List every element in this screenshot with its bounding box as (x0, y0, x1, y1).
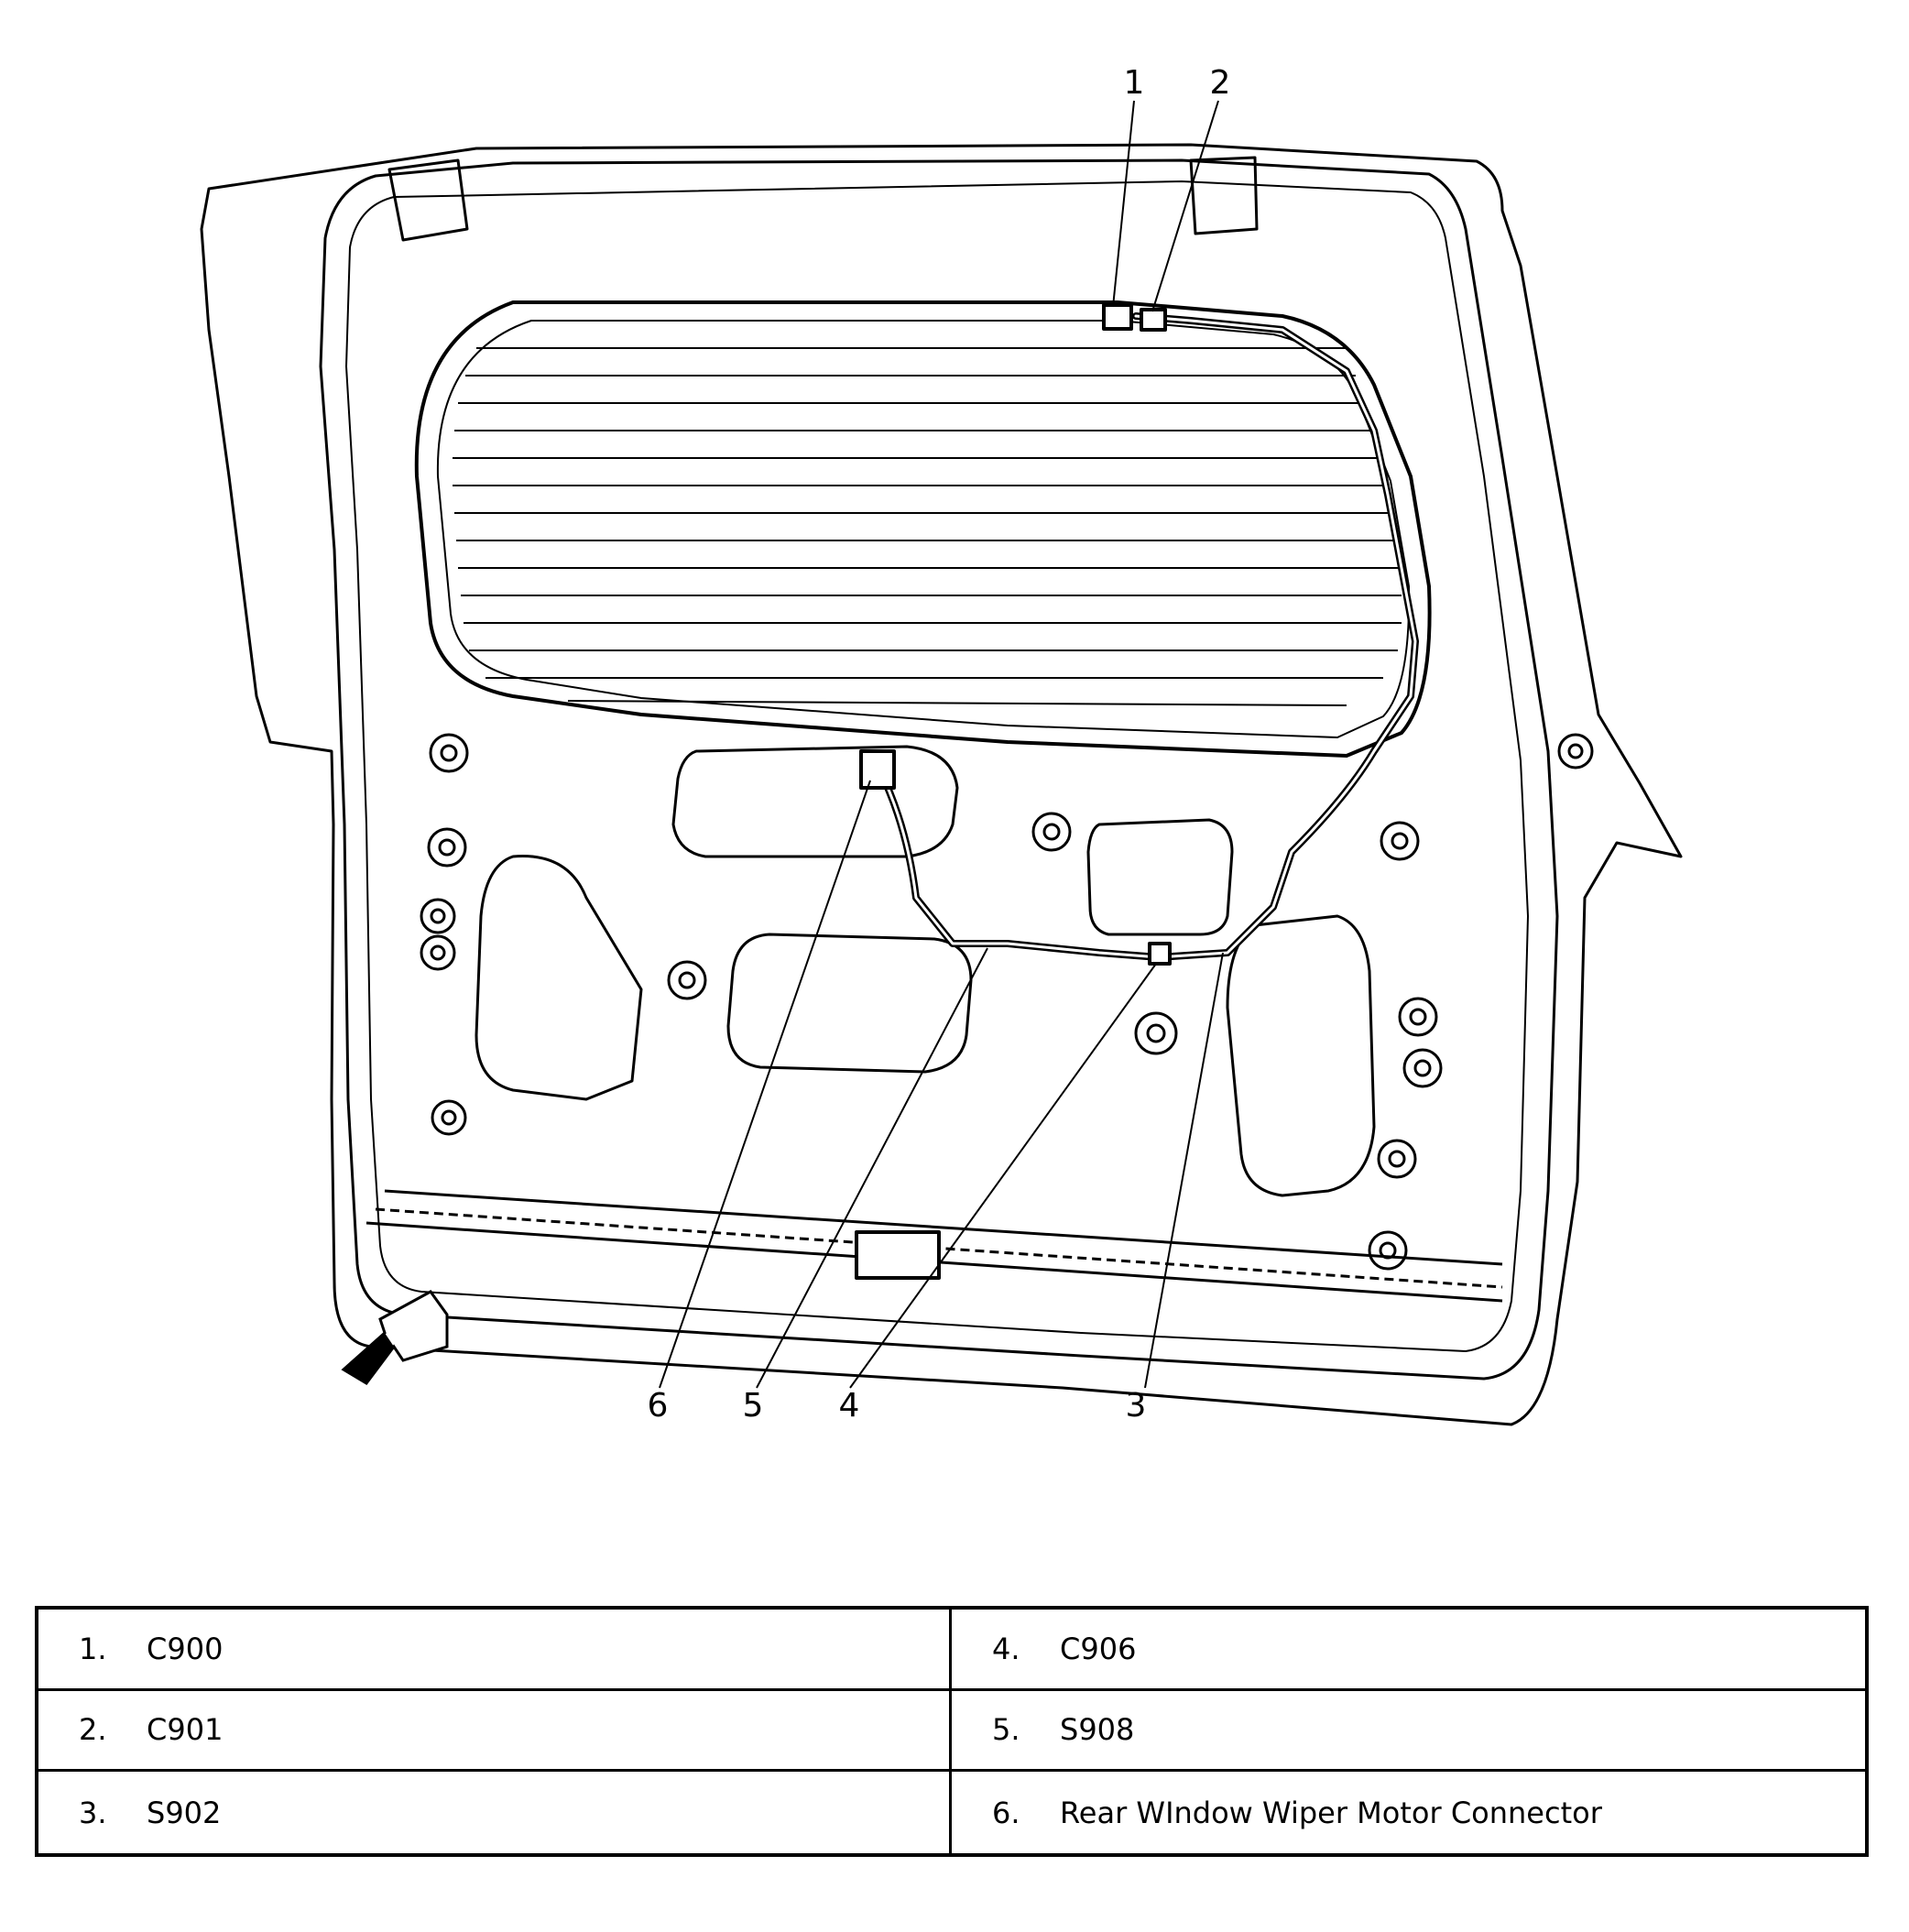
rear-window-frame-inner (436, 320, 1411, 738)
legend-number: 3. (79, 1795, 107, 1830)
liftgate-outer-panel (200, 143, 1683, 1426)
legend-cell: 4. C906 (952, 1610, 1865, 1691)
legend-cell: 3. S902 (38, 1772, 952, 1853)
inner-panel-border-2 (345, 180, 1529, 1352)
legend-number: 1. (79, 1631, 107, 1666)
callout-2: 2 (1210, 64, 1231, 102)
latch-module (855, 1230, 941, 1280)
callout-6: 6 (648, 1387, 669, 1424)
liftgate-wiring-diagram: 1 2 3 4 5 6 (200, 64, 1683, 1426)
connector-c900 (1102, 303, 1133, 331)
legend-text: C901 (147, 1712, 224, 1748)
bottom-rail (384, 1189, 1503, 1266)
legend-number: 5. (992, 1712, 1020, 1748)
left-hinge (387, 158, 469, 242)
bolt-holes (420, 733, 1594, 1271)
callout-3: 3 (1126, 1387, 1147, 1424)
legend-cell: 6. Rear WIndow Wiper Motor Connector (952, 1772, 1865, 1853)
callout-4: 4 (839, 1387, 860, 1424)
left-access-hole (475, 855, 643, 1101)
connector-s902 (1148, 942, 1172, 966)
legend-text: C900 (147, 1631, 224, 1666)
legend-cell: 5. S908 (952, 1691, 1865, 1773)
wiper-motor-connector (859, 749, 896, 790)
wiring-harness (876, 312, 1419, 961)
callout-5: 5 (743, 1387, 764, 1424)
legend-table: 1. C900 4. C906 2. C901 5. S908 3. S902 … (35, 1606, 1869, 1857)
center-access-hole (671, 745, 959, 858)
legend-text: Rear WIndow Wiper Motor Connector (1060, 1795, 1602, 1830)
legend-text: S908 (1060, 1712, 1135, 1748)
rear-window-frame (414, 300, 1432, 758)
legend-number: 2. (79, 1712, 107, 1748)
connector-c901 (1140, 308, 1167, 332)
lower-right-hole (1226, 914, 1376, 1197)
legend-text: C906 (1060, 1631, 1137, 1666)
callout-1: 1 (1124, 64, 1145, 102)
legend-number: 6. (992, 1795, 1020, 1830)
inner-panel-border (319, 158, 1559, 1381)
lower-center-hole (726, 933, 973, 1074)
leader-lines (659, 100, 1224, 1389)
window-glass (453, 347, 1402, 706)
legend-text: S902 (147, 1795, 222, 1830)
legend-cell: 2. C901 (38, 1690, 952, 1773)
legend-cell: 1. C900 (38, 1610, 952, 1691)
right-access-hole (1086, 818, 1234, 936)
legend-number: 4. (992, 1631, 1020, 1666)
right-hinge (1189, 156, 1259, 235)
